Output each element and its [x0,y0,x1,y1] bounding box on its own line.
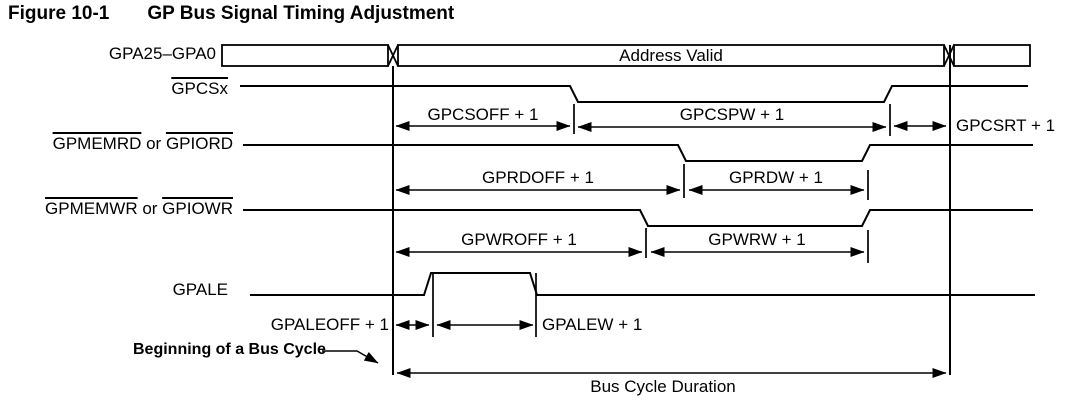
signal-label-gprd: GPMEMRD or GPIORD [33,134,233,154]
gprd-waveform [243,144,1033,162]
gpiord-name: GPIORD [165,134,233,153]
signal-label-gpa: GPA25–GPA0 [108,44,216,63]
timing-label-gpaleoff: GPALEOFF + 1 [270,315,389,334]
address-valid-label: Address Valid [619,46,723,65]
timing-label-gpalew: GPALEW + 1 [542,315,643,334]
address-undefined-box-right [953,44,1031,67]
timing-label-gpwrw: GPWRW + 1 [708,230,806,249]
address-bus-waveform [221,44,1031,67]
timing-label-gpcsrt: GPCSRT + 1 [956,116,1056,135]
gpmemwr-name: GPMEMWR [45,199,138,218]
timing-label-gprdw: GPRDW + 1 [729,168,823,187]
gpwr-conjunction: or [137,199,163,218]
figure-title: Figure 10-1 GP Bus Signal Timing Adjustme… [8,2,454,25]
signal-label-gpcs: GPCSx [90,79,228,99]
timing-label-gpcsoff: GPCSOFF + 1 [427,105,539,124]
dimension-ticks [432,104,891,337]
timing-label-gpwroff: GPWROFF + 1 [461,230,577,249]
signal-label-gpwr: GPMEMWR or GPIOWR [33,199,233,219]
gpcs-waveform [240,85,1028,103]
dimension-arrows [395,121,947,378]
address-undefined-box-left [221,44,389,67]
gprd-conjunction: or [141,134,166,153]
gpcs-name: GPCSx [171,79,228,98]
gpmemrd-name: GPMEMRD [52,134,142,153]
gpiowr-name: GPIOWR [162,199,233,218]
timing-label-gprdoff: GPRDOFF + 1 [482,168,594,187]
beginning-of-bus-cycle-label: Beginning of a Bus Cycle [133,341,326,358]
address-valid-box [397,44,945,67]
address-transition-left [387,44,399,67]
figure-number: Figure 10-1 [8,3,110,24]
signal-label-gpale: GPALE [172,280,228,299]
gpwr-waveform [243,209,1033,227]
beginning-pointer-arrow [322,350,379,364]
figure-title-text: GP Bus Signal Timing Adjustment [147,3,455,24]
timing-label-gpcspw: GPCSPW + 1 [679,105,785,124]
gpale-waveform [250,272,1035,296]
bus-cycle-duration-label: Bus Cycle Duration [590,377,736,396]
